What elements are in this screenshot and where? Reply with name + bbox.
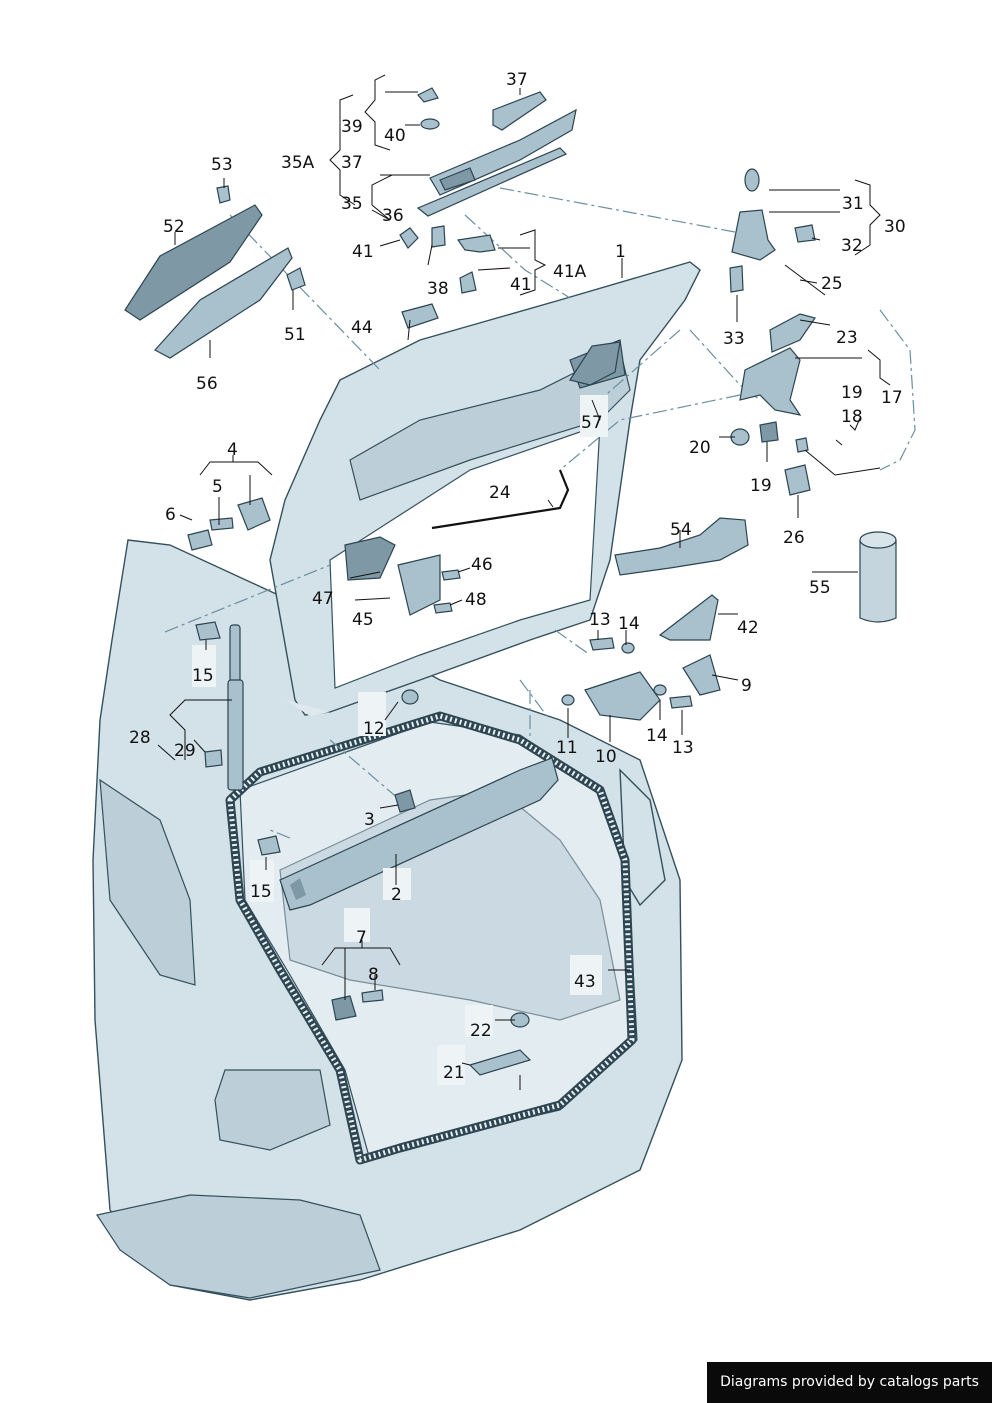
label-48: 48 bbox=[465, 590, 487, 610]
label-46: 46 bbox=[471, 555, 493, 575]
label-9: 9 bbox=[741, 676, 752, 696]
label-56: 56 bbox=[196, 374, 218, 394]
label-43: 43 bbox=[574, 972, 596, 992]
label-41-left: 41 bbox=[352, 242, 374, 262]
label-28: 28 bbox=[129, 728, 151, 748]
label-33: 33 bbox=[723, 329, 745, 349]
label-25: 25 bbox=[821, 274, 843, 294]
label-22: 22 bbox=[470, 1021, 492, 1041]
label-53: 53 bbox=[211, 155, 233, 175]
label-32: 32 bbox=[841, 236, 863, 256]
label-31: 31 bbox=[842, 194, 864, 214]
label-17: 17 bbox=[881, 388, 903, 408]
label-11: 11 bbox=[556, 738, 578, 758]
label-52: 52 bbox=[163, 217, 185, 237]
label-37-top: 37 bbox=[506, 70, 528, 90]
label-42: 42 bbox=[737, 618, 759, 638]
label-35A: 35A bbox=[281, 153, 315, 173]
label-55: 55 bbox=[809, 578, 831, 598]
label-backdrops bbox=[192, 395, 608, 1085]
label-24: 24 bbox=[489, 483, 511, 503]
label-57: 57 bbox=[581, 413, 603, 433]
label-19-bottom: 19 bbox=[750, 476, 772, 496]
label-2: 2 bbox=[391, 885, 402, 905]
label-30: 30 bbox=[884, 217, 906, 237]
footer-credit: Diagrams provided by catalogs parts bbox=[707, 1362, 992, 1403]
label-12: 12 bbox=[363, 719, 385, 739]
label-35: 35 bbox=[341, 194, 363, 214]
label-13-bottom: 13 bbox=[672, 738, 694, 758]
assembly-lines bbox=[164, 187, 916, 839]
label-54: 54 bbox=[670, 520, 692, 540]
trim-panel-part-2 bbox=[279, 757, 559, 911]
label-15-lower: 15 bbox=[250, 882, 272, 902]
label-29: 29 bbox=[174, 741, 196, 761]
label-47: 47 bbox=[312, 589, 334, 609]
tailgate-lid-part-1 bbox=[269, 261, 701, 716]
label-36: 36 bbox=[382, 206, 404, 226]
label-5: 5 bbox=[212, 477, 223, 497]
label-15-upper: 15 bbox=[192, 666, 214, 686]
label-37-side: 37 bbox=[341, 153, 363, 173]
label-21: 21 bbox=[443, 1063, 465, 1083]
label-23: 23 bbox=[836, 328, 858, 348]
label-8: 8 bbox=[368, 965, 379, 985]
label-1: 1 bbox=[615, 242, 626, 262]
label-20: 20 bbox=[689, 438, 711, 458]
label-40: 40 bbox=[384, 126, 406, 146]
leader-lines bbox=[157, 74, 891, 1090]
parts bbox=[124, 87, 897, 1076]
label-10: 10 bbox=[595, 747, 617, 767]
label-14-bottom: 14 bbox=[646, 726, 668, 746]
label-4: 4 bbox=[227, 440, 238, 460]
label-51: 51 bbox=[284, 325, 306, 345]
label-45: 45 bbox=[352, 610, 374, 630]
label-38: 38 bbox=[427, 279, 449, 299]
trim-panel-part-2-hole bbox=[290, 878, 306, 900]
label-13-top: 13 bbox=[589, 610, 611, 630]
label-3: 3 bbox=[364, 810, 375, 830]
label-26: 26 bbox=[783, 528, 805, 548]
label-18: 18 bbox=[841, 407, 863, 427]
label-39: 39 bbox=[341, 117, 363, 137]
label-14-top: 14 bbox=[618, 614, 640, 634]
label-41A: 41A bbox=[553, 262, 587, 282]
label-41-right: 41 bbox=[510, 275, 532, 295]
label-7: 7 bbox=[356, 928, 367, 948]
label-44: 44 bbox=[351, 318, 373, 338]
label-19-top: 19 bbox=[841, 383, 863, 403]
label-6: 6 bbox=[165, 505, 176, 525]
part-labels: 1 2 3 4 5 6 7 8 9 10 11 12 13 13 14 14 1… bbox=[129, 70, 906, 1083]
